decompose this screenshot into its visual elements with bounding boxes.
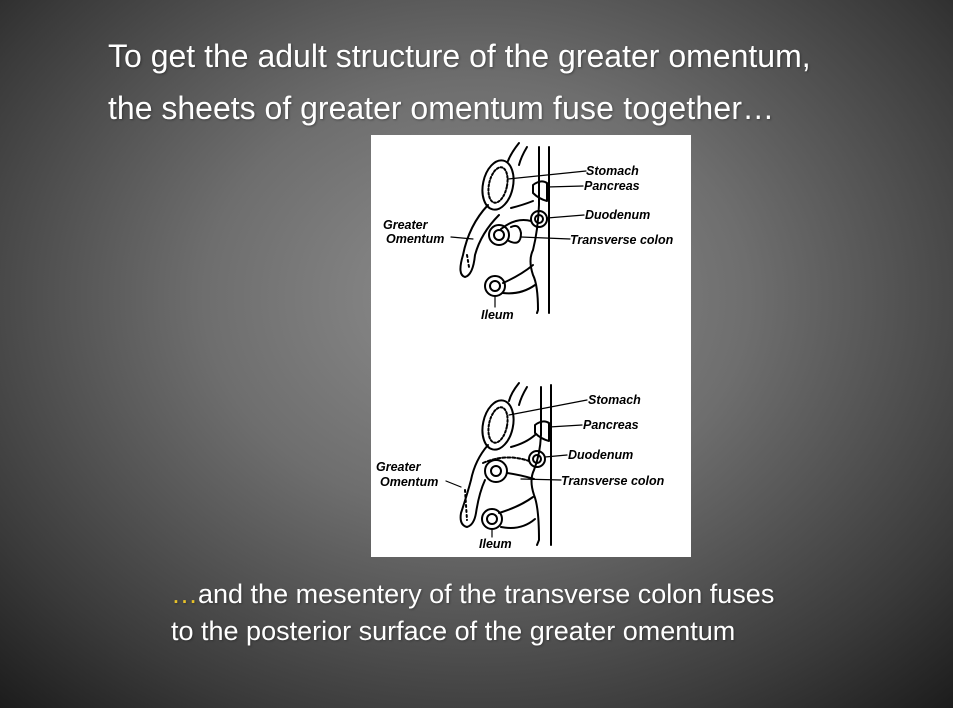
- top-transverse-colon: [489, 225, 509, 245]
- bottom-lower-wall-curve: [501, 519, 535, 528]
- bottom-ileum-mesentery: [499, 497, 533, 513]
- bottom-esophagus-2: [519, 387, 527, 405]
- anatomy-figure: Stomach Pancreas Duodenum Transverse col…: [371, 135, 691, 557]
- top-transverse-colon-inner: [494, 230, 504, 240]
- top-label-transverse-colon: Transverse colon: [570, 233, 674, 247]
- bottom-esophagus: [509, 383, 519, 401]
- slide-title: To get the adult structure of the greate…: [108, 30, 938, 134]
- top-label-pancreas: Pancreas: [584, 179, 640, 193]
- bottom-duodenum-leader: [545, 455, 567, 457]
- title-line-2-part-b: fuse together…: [544, 90, 775, 126]
- top-stomach-leader: [508, 171, 586, 179]
- top-ileum-mesentery: [503, 265, 533, 283]
- top-colon-loop: [509, 226, 521, 243]
- bottom-dorsal-mesentery: [511, 435, 535, 447]
- caption-line-2: to the posterior surface of the greater …: [171, 613, 931, 650]
- bottom-transverse-colon-inner: [491, 466, 501, 476]
- top-esophagus: [508, 143, 519, 161]
- bottom-stomach-outer: [478, 397, 518, 452]
- top-leader-lines: [451, 171, 586, 307]
- bottom-ileum: [482, 509, 502, 529]
- top-label-greater: Greater: [383, 218, 429, 232]
- caption-ellipsis: …: [171, 579, 198, 609]
- top-stomach-outer: [478, 157, 518, 212]
- bottom-ileum-inner: [487, 514, 497, 524]
- top-colon-leader: [521, 237, 570, 239]
- top-ileum-inner: [490, 281, 500, 291]
- title-line-1: To get the adult structure of the greate…: [108, 30, 938, 82]
- bottom-label-ileum: Ileum: [479, 537, 512, 551]
- bottom-omentum-leader: [446, 481, 461, 487]
- top-omentum-dots: [467, 255, 469, 267]
- bottom-transverse-colon: [485, 460, 507, 482]
- bottom-label-duodenum: Duodenum: [568, 448, 633, 462]
- top-omentum-leader: [451, 237, 473, 239]
- top-greater-omentum: [460, 205, 499, 277]
- top-label-ileum: Ileum: [481, 308, 514, 322]
- title-line-2: the sheets of greater omentum fuse toget…: [108, 82, 938, 134]
- slide-caption: …and the mesentery of the transverse col…: [171, 576, 931, 650]
- bottom-label-transverse-colon: Transverse colon: [561, 474, 665, 488]
- bottom-stomach-inner: [485, 406, 510, 445]
- anatomy-diagrams: Stomach Pancreas Duodenum Transverse col…: [371, 135, 691, 557]
- bottom-colon-leader: [521, 479, 561, 480]
- caption-line-1: …and the mesentery of the transverse col…: [171, 576, 931, 613]
- top-stomach-inner: [485, 166, 510, 205]
- top-esophagus-2: [519, 147, 527, 165]
- bottom-label-omentum: Omentum: [380, 475, 438, 489]
- title-line-2-part-a: the sheets of greater omentum: [108, 90, 544, 126]
- top-label-stomach: Stomach: [586, 164, 639, 178]
- bottom-diagram: [461, 383, 551, 545]
- bottom-label-pancreas: Pancreas: [583, 418, 639, 432]
- top-diagram: [460, 143, 549, 313]
- top-duodenum-leader: [547, 215, 584, 218]
- bottom-pancreas-leader: [549, 425, 582, 427]
- top-label-duodenum: Duodenum: [585, 208, 650, 222]
- bottom-label-greater: Greater: [376, 460, 422, 474]
- caption-line-1-text: and the mesentery of the transverse colo…: [198, 579, 774, 609]
- top-pancreas-leader: [547, 186, 583, 187]
- top-label-omentum: Omentum: [386, 232, 444, 246]
- bottom-label-stomach: Stomach: [588, 393, 641, 407]
- bottom-colon-attach: [507, 473, 534, 479]
- top-lower-wall-curve: [503, 285, 535, 293]
- top-dorsal-mesentery: [511, 201, 533, 208]
